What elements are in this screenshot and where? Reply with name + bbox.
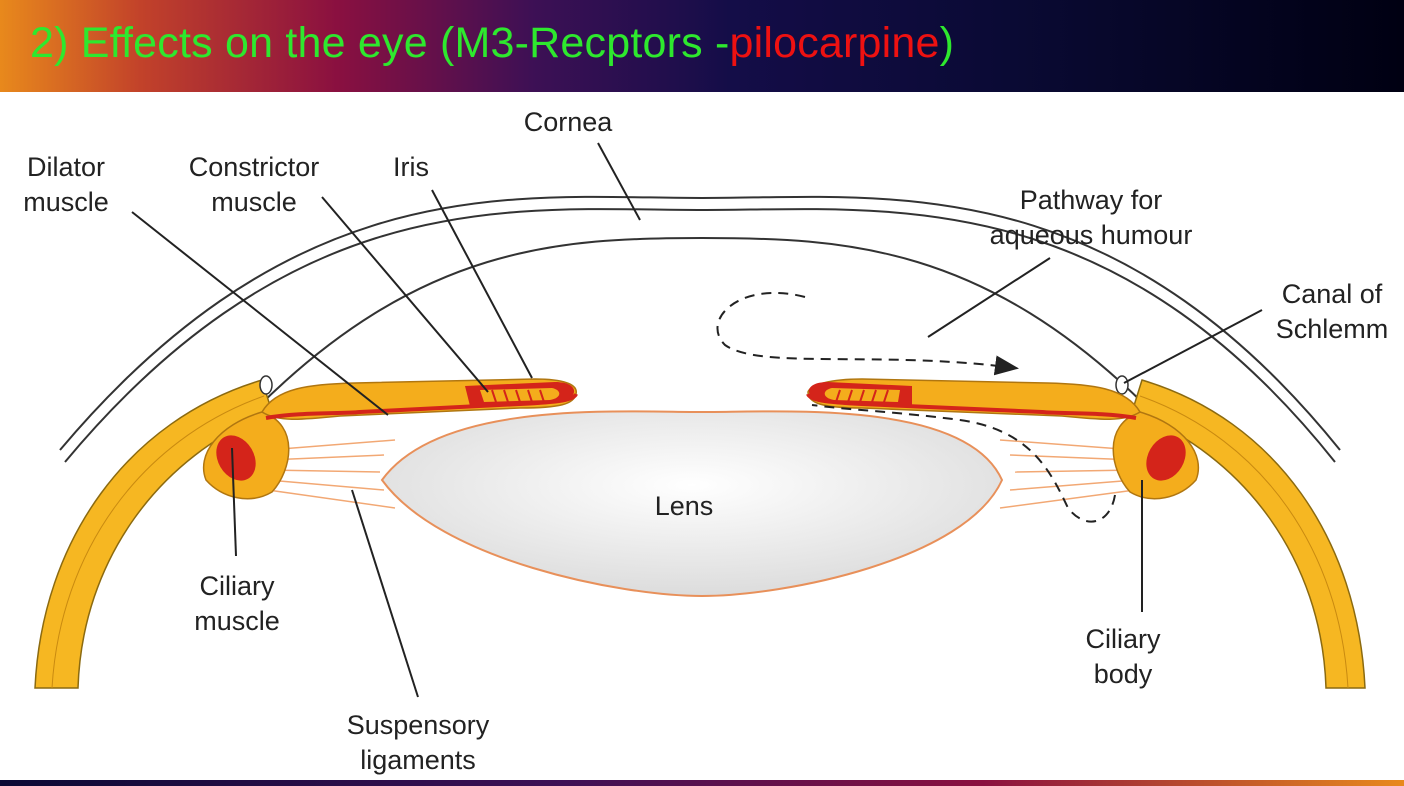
label-canal-1: Canal of — [1282, 279, 1383, 309]
label-suspensory-2: ligaments — [360, 745, 476, 775]
sclera-left — [34, 379, 273, 689]
label-ciliary-body-1: Ciliary — [1085, 624, 1161, 654]
canal-of-schlemm-left — [259, 375, 273, 395]
canal-of-schlemm-right — [1115, 375, 1129, 395]
label-cornea: Cornea — [524, 107, 614, 137]
label-constrictor-2: muscle — [211, 187, 297, 217]
sclera-right — [1131, 379, 1366, 689]
label-canal-2: Schlemm — [1276, 314, 1389, 344]
labels: Cornea Dilator muscle Constrictor muscle… — [23, 107, 1388, 775]
iris-left — [260, 378, 578, 420]
label-suspensory-1: Suspensory — [347, 710, 490, 740]
bottom-bar — [0, 780, 1404, 786]
slide-title: 2) Effects on the eye (M3-Recptors -pilo… — [30, 19, 954, 68]
eye-diagram: Cornea Dilator muscle Constrictor muscle… — [23, 107, 1388, 775]
ciliary-body-left — [202, 411, 290, 500]
label-constrictor-1: Constrictor — [189, 152, 320, 182]
label-pathway-1: Pathway for — [1020, 185, 1163, 215]
label-dilator-2: muscle — [23, 187, 109, 217]
label-ciliary-muscle-2: muscle — [194, 606, 280, 636]
label-iris: Iris — [393, 152, 429, 182]
label-ciliary-body-2: body — [1094, 659, 1153, 689]
label-lens: Lens — [655, 491, 714, 521]
title-highlight: pilocarpine — [729, 19, 940, 67]
ciliary-body-right — [1112, 411, 1200, 500]
label-ciliary-muscle-1: Ciliary — [199, 571, 275, 601]
aqueous-pathway-lower — [811, 404, 1116, 523]
suspensory-ligaments — [267, 439, 1136, 509]
title-bar: 2) Effects on the eye (M3-Recptors -pilo… — [0, 0, 1404, 92]
title-main: 2) Effects on the eye (M3-Recptors - — [30, 19, 730, 67]
aqueous-pathway-upper — [716, 291, 1019, 376]
title-end: ) — [939, 19, 955, 67]
leader-lines — [131, 142, 1263, 698]
lens-shape — [380, 410, 1004, 598]
label-pathway-2: aqueous humour — [990, 220, 1193, 250]
label-dilator-1: Dilator — [27, 152, 105, 182]
iris-right — [806, 378, 1142, 420]
